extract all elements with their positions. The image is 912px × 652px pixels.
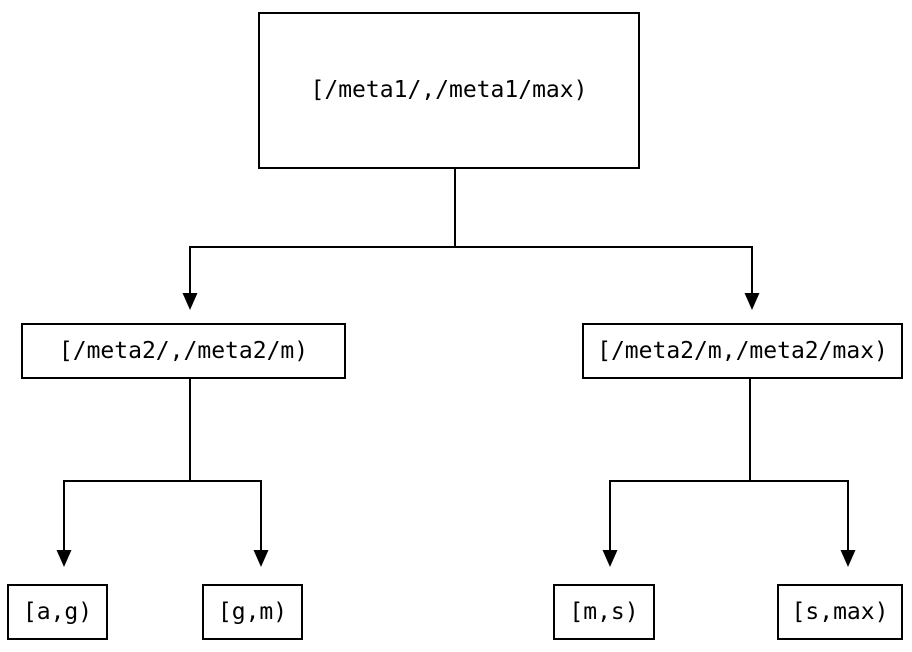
node-meta2-low: [/meta2/,/meta2/m) [21,323,346,379]
arrowhead-icon-to-meta2-high [744,293,760,310]
arrowhead-icon-to-leaf-s-max [840,550,856,567]
node-leaf-a-g: [a,g) [7,584,108,640]
node-root-label: [/meta1/,/meta1/max) [310,77,588,103]
node-root: [/meta1/,/meta1/max) [258,12,640,169]
arrowhead-icon-to-leaf-m-s [602,550,618,567]
node-leaf-a-g-label: [a,g) [22,598,93,625]
node-leaf-s-max: [s,max) [777,584,903,640]
edge-rail-meta2-low-children [63,480,262,551]
arrowhead-icon-to-leaf-g-m [253,550,269,567]
node-leaf-g-m-label: [g,m) [217,598,288,625]
node-leaf-s-max-label: [s,max) [791,598,889,625]
edge-rail-root-children [189,246,753,294]
node-meta2-low-label: [/meta2/,/meta2/m) [58,337,309,364]
node-leaf-m-s-label: [m,s) [569,598,639,625]
node-leaf-m-s: [m,s) [553,584,655,640]
arrowhead-icon-to-meta2-low [182,293,198,310]
node-leaf-g-m: [g,m) [202,584,303,640]
edge-rail-meta2-high-children [609,480,849,551]
arrowhead-icon-to-leaf-a-g [56,550,72,567]
node-meta2-high-label: [/meta2/m,/meta2/max) [597,337,888,364]
node-meta2-high: [/meta2/m,/meta2/max) [582,323,903,379]
